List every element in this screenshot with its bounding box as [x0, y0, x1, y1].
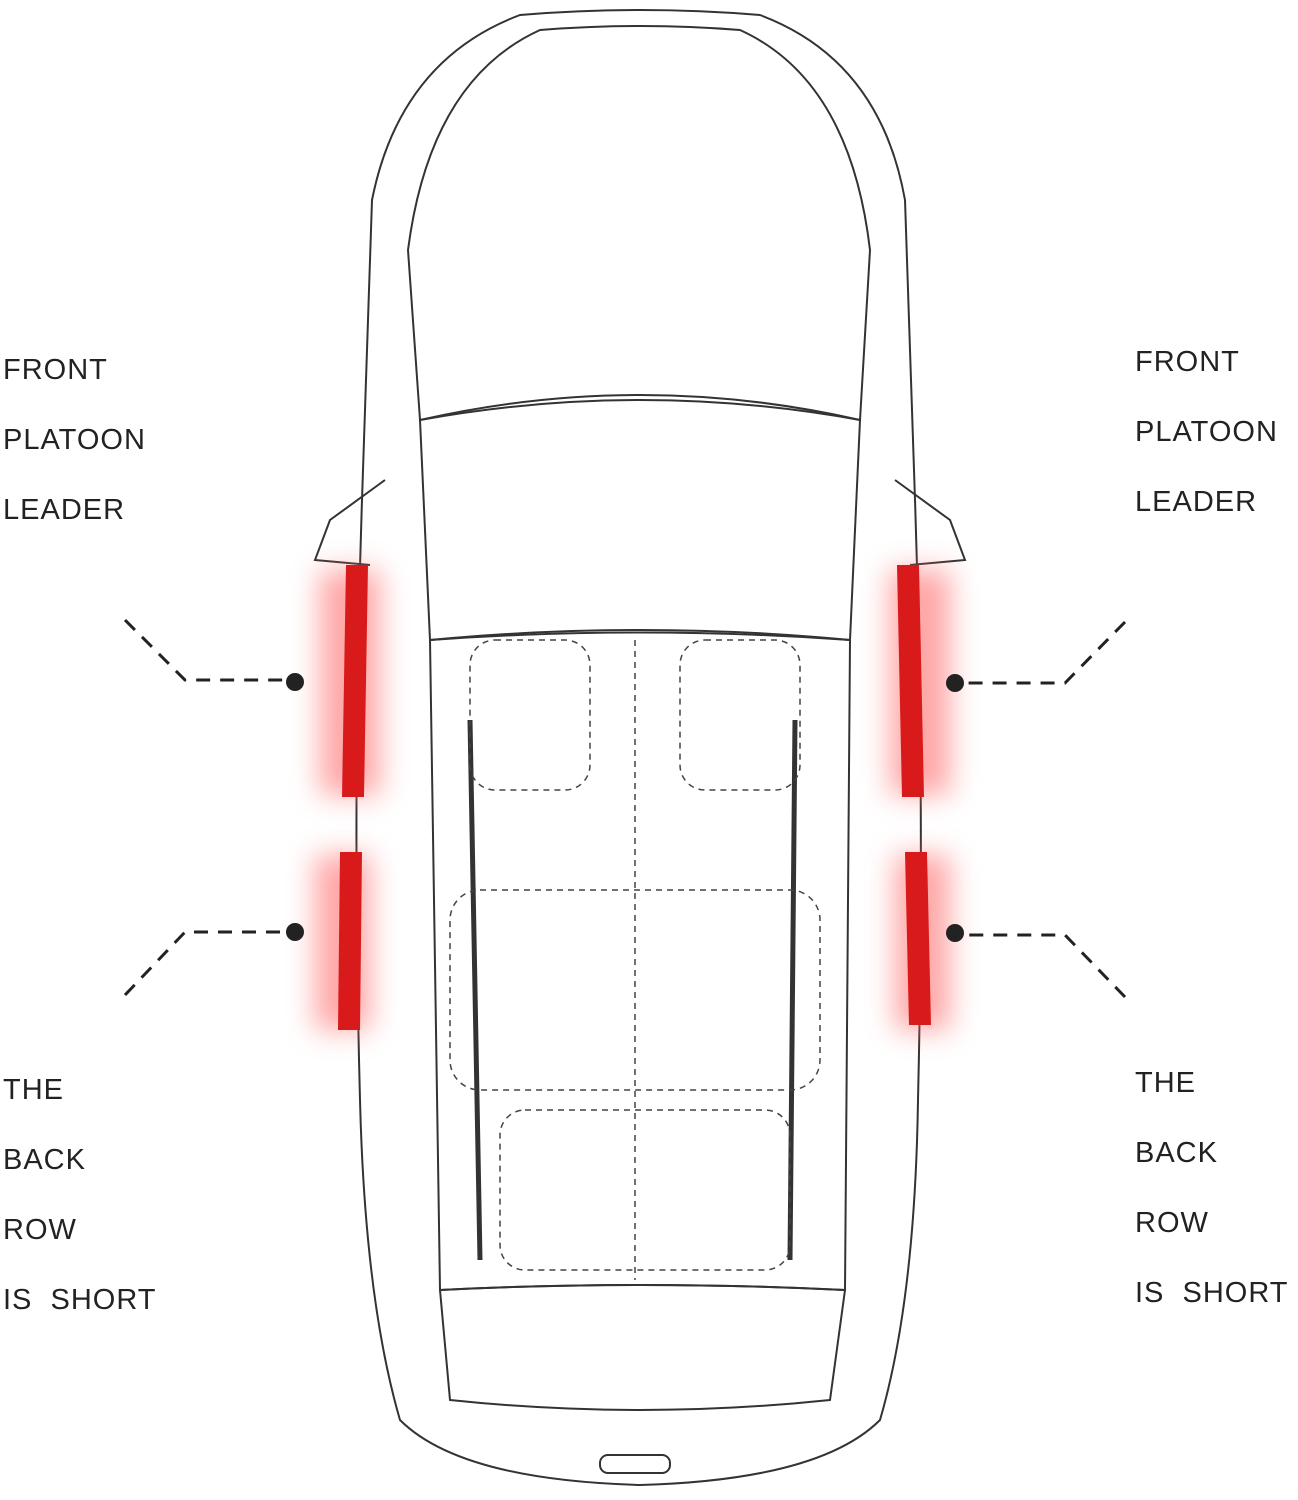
strip-front-left [342, 565, 368, 797]
label-line: PLATOON [1135, 416, 1278, 448]
seats-outline [449, 639, 821, 1280]
label-line: FRONT [3, 354, 108, 386]
label-line: PLATOON [3, 424, 146, 456]
label-front-left: FRONT PLATOON LEADER [3, 335, 146, 545]
label-line: THE [1135, 1067, 1196, 1099]
label-line: BACK [3, 1144, 86, 1176]
label-back-right: THE BACK ROW IS SHORT [1135, 1048, 1289, 1328]
label-line: ROW [3, 1214, 77, 1246]
label-line: IS SHORT [1135, 1277, 1289, 1309]
label-line: LEADER [3, 494, 126, 526]
car-outline [313, 9, 967, 1487]
label-back-left: THE BACK ROW IS SHORT [3, 1055, 157, 1335]
door-strips [315, 565, 950, 1030]
label-front-right: FRONT PLATOON LEADER [1135, 327, 1278, 537]
label-line: THE [3, 1074, 64, 1106]
pointer-dots [286, 673, 964, 942]
label-line: FRONT [1135, 346, 1240, 378]
label-line: ROW [1135, 1207, 1209, 1239]
strip-back-right [905, 852, 931, 1025]
label-line: BACK [1135, 1137, 1218, 1169]
label-line: IS SHORT [3, 1284, 157, 1316]
strip-front-right [897, 565, 924, 797]
label-line: LEADER [1135, 486, 1258, 518]
strip-back-left [338, 852, 362, 1030]
leader-lines [123, 618, 1127, 999]
